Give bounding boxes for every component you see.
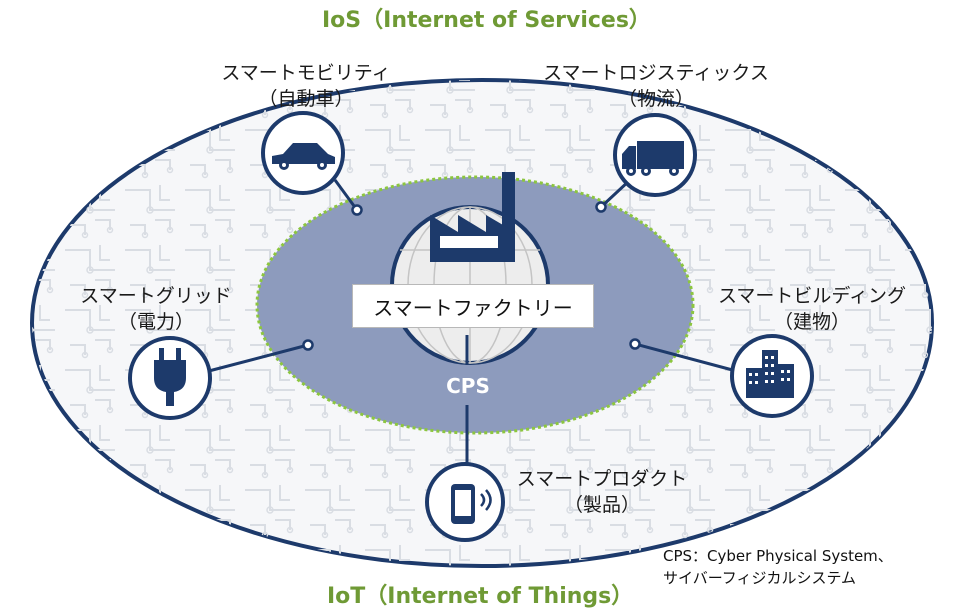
- connector-lines: [204, 178, 741, 465]
- node-logistics: スマートロジスティックス （物流）: [526, 60, 786, 112]
- node-mobility: スマートモビリティ （自動車）: [218, 60, 394, 112]
- node-building: スマートビルディング （建物）: [703, 283, 921, 335]
- node-product: スマートプロダクト （製品）: [516, 466, 688, 518]
- node-title: スマートロジスティックス: [543, 62, 769, 84]
- node-title: スマートプロダクト: [516, 468, 688, 490]
- building-icon: [746, 350, 794, 398]
- car-icon: [272, 143, 335, 170]
- node-subtitle: （電力）: [117, 311, 194, 333]
- iot-label: IoT（Internet of Things）: [327, 584, 634, 609]
- footnote: CPS：Cyber Physical System、 サイバーフィジカルシステム: [663, 545, 893, 589]
- footnote-line-1: CPS：Cyber Physical System、: [663, 547, 893, 565]
- node-title: スマートモビリティ: [221, 62, 391, 84]
- smart-factory-label: スマートファクトリー: [352, 284, 594, 328]
- factory-icon: [430, 172, 515, 262]
- plug-icon: [154, 348, 186, 406]
- node-subtitle: （建物）: [773, 311, 850, 333]
- connector-dots: [302, 201, 641, 351]
- cps-label: CPS: [446, 374, 490, 398]
- node-grid: スマートグリッド （電力）: [72, 283, 240, 335]
- node-subtitle: （製品）: [563, 494, 640, 516]
- node-subtitle: （物流）: [617, 88, 694, 110]
- truck-icon: [622, 141, 684, 176]
- node-title: スマートビルディング: [717, 285, 907, 307]
- node-subtitle: （自動車）: [258, 88, 354, 110]
- ios-label: IoS（Internet of Services）: [322, 8, 651, 33]
- node-title: スマートグリッド: [80, 285, 232, 307]
- smartphone-icon: [451, 484, 492, 524]
- footnote-line-2: サイバーフィジカルシステム: [663, 569, 857, 587]
